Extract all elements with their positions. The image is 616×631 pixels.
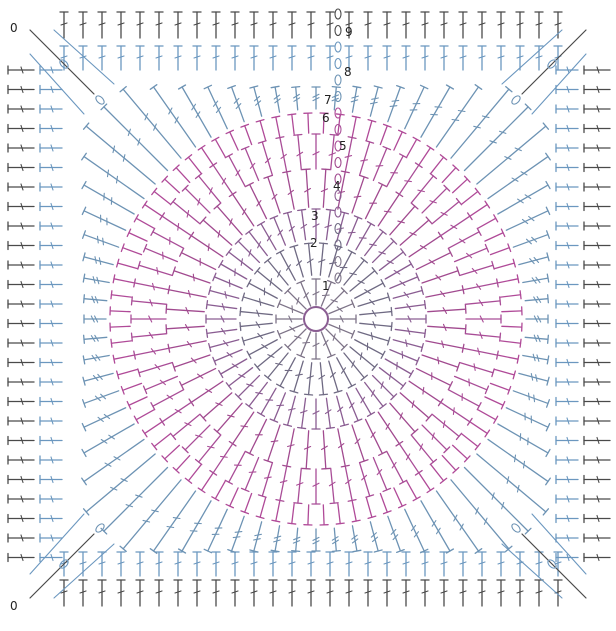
stitch-stem [502,326,522,327]
stitch-top-bar [166,305,167,313]
stitch-top-bar [319,243,327,244]
round-label-8: 8 [344,65,352,79]
stitch-top-bar [322,468,330,469]
round-label-7: 7 [324,93,332,107]
round-label-5: 5 [339,139,347,153]
round-label-6: 6 [322,111,330,125]
corner-chain-top-left: 0 [10,21,18,35]
stitch-cross-bar [390,106,397,107]
round-label-2: 2 [310,236,318,250]
stitch-top-bar [84,335,85,343]
stitch-top-bar [332,551,340,552]
stitch-top-bar [292,87,300,88]
stitch-top-bar [548,335,549,343]
stitch-top-bar [500,297,501,305]
stitch-top-bar [240,322,241,330]
round-label-3: 3 [311,209,319,223]
stitch-top-bar [84,295,85,303]
stitch-top-bar [294,503,302,504]
stitch-cross-bar [392,100,399,101]
stitch-stem [502,311,522,312]
stitch-top-bar [292,551,300,552]
stitch-stem [110,311,130,312]
stitch-cross-bar [97,236,98,243]
corner-chain-bottom-left: 0 [10,599,18,613]
stitch-top-bar [465,305,466,313]
stitch-top-bar [500,333,501,341]
round-label-9: 9 [345,25,353,39]
stitch-cross-bar [534,395,535,402]
stitch-top-bar [465,325,466,333]
stitch-top-bar [166,325,167,333]
stitch-top-bar [305,394,313,395]
stitch-top-bar [302,468,310,469]
stitch-top-bar [330,503,338,504]
stitch-stem [110,326,130,327]
stitch-top-bar [131,297,132,305]
round-label-1: 1 [322,279,330,293]
stitch-cross-bar [235,532,242,533]
stitch-cross-bar [233,537,240,538]
stitch-stem [308,113,309,133]
stitch-top-bar [319,394,327,395]
stitch-top-bar [131,333,132,341]
stitch-top-bar [548,295,549,303]
stitch-cross-bar [103,238,104,245]
stitch-top-bar [302,169,310,170]
stitch-top-bar [294,134,302,135]
stitch-stem [308,505,309,525]
stitch-top-bar [391,322,392,330]
stitch-top-bar [391,308,392,316]
stitch-top-bar [322,169,330,170]
stitch-top-bar [332,87,340,88]
stitch-top-bar [240,308,241,316]
round-label-4: 4 [333,179,341,193]
stitch-cross-bar [529,393,530,400]
stitch-stem [323,505,324,525]
